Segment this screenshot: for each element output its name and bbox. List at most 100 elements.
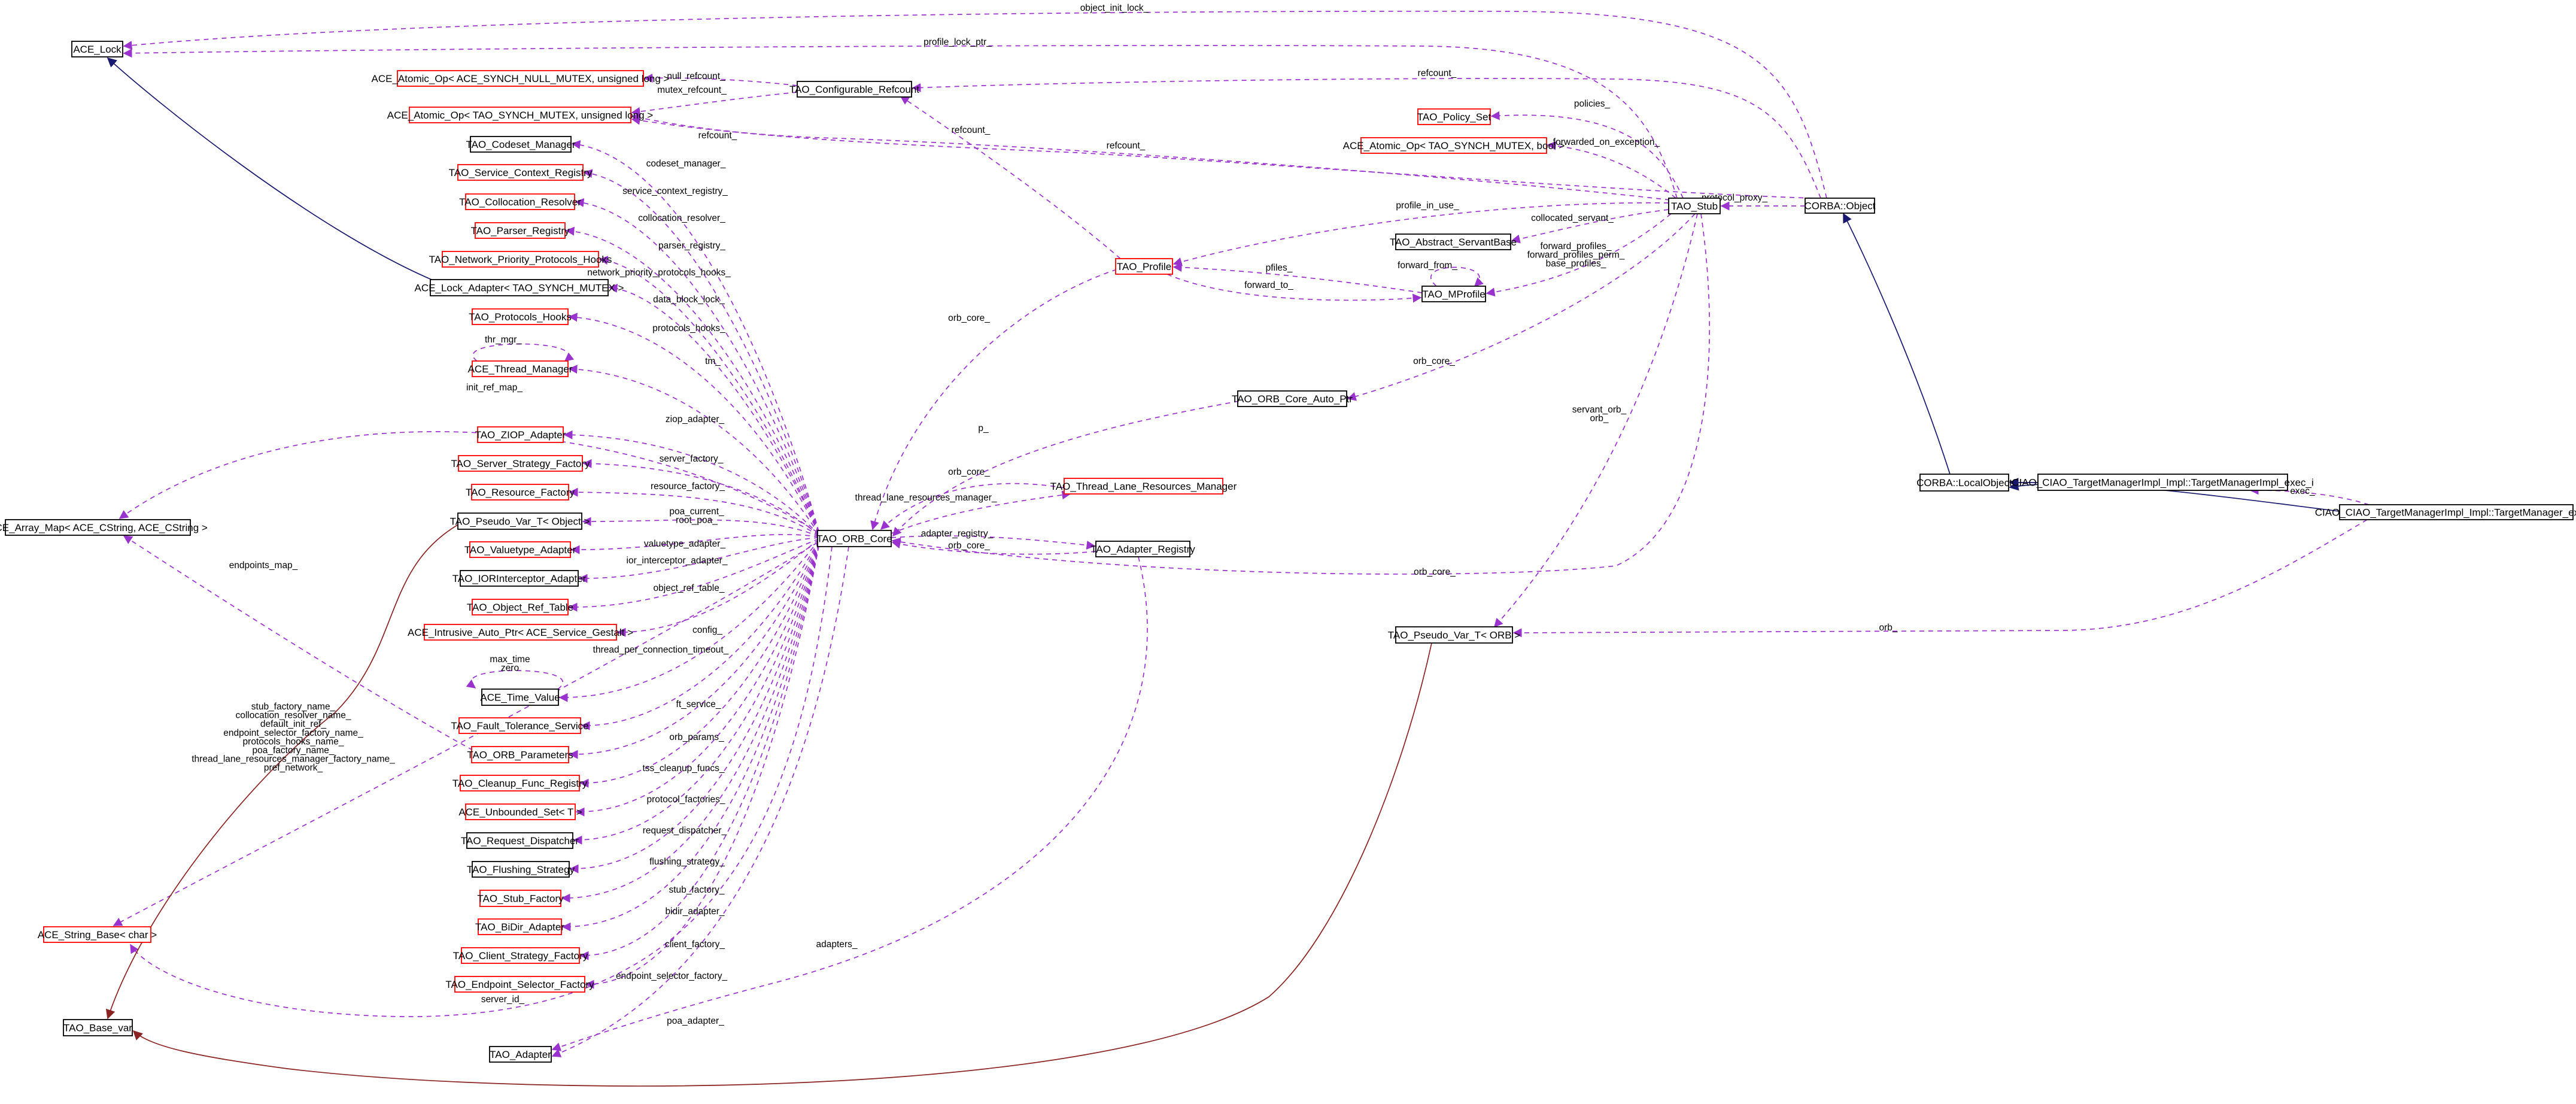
node-box xyxy=(71,41,123,57)
node-ace-lock[interactable]: ACE_Lock xyxy=(71,41,123,57)
edge-label: ziop_adapter_ xyxy=(666,414,725,424)
node-tao-fault-tolerance-service[interactable]: TAO_Fault_Tolerance_Service xyxy=(451,717,589,734)
node-label: TAO_Request_Dispatcher xyxy=(461,835,579,847)
node-tao-base-var[interactable]: TAO_Base_var xyxy=(63,1019,133,1036)
node-tao-policy-set[interactable]: TAO_Policy_Set xyxy=(1417,108,1491,125)
node-label: TAO_Network_Priority_Protocols_Hooks xyxy=(429,254,612,265)
edge-label: pfiles_ xyxy=(1266,263,1293,273)
edge-object_ref_table-46 xyxy=(568,538,819,612)
node-tao-mprofile[interactable]: TAO_MProfile xyxy=(1421,286,1486,302)
node-label: TAO_ORB_Parameters xyxy=(467,750,573,761)
edge-ior_interceptor_adapter-45 xyxy=(578,537,819,583)
node-ace-atomic-op-tao-synch-mutex-bool[interactable]: ACE_Atomic_Op< TAO_SYNCH_MUTEX, bool > xyxy=(1343,137,1565,154)
edge-orb_core-23 xyxy=(1347,213,1696,401)
edge-label: poa_current_root_poa_ xyxy=(669,506,724,526)
edge-stub_factory-56 xyxy=(561,544,819,903)
edge-label: servant_orb_orb_ xyxy=(1572,405,1627,424)
node-label: TAO_MProfile xyxy=(1422,289,1486,300)
edge-label: orb_params_ xyxy=(669,732,724,742)
node-ace-lock-adapter-tao-synch-mutex[interactable]: ACE_Lock_Adapter< TAO_SYNCH_MUTEX > xyxy=(415,279,624,296)
node-corba-object[interactable]: CORBA::Object xyxy=(1804,198,1876,214)
node-tao-stub[interactable]: TAO_Stub xyxy=(1668,198,1721,214)
node-label: ACE_String_Base< char > xyxy=(38,929,157,941)
node-box xyxy=(2339,504,2574,520)
node-tao-orb-core[interactable]: TAO_ORB_Core xyxy=(816,530,892,547)
node-ace-atomic-op-tao-synch-mutex-unsigned-long[interactable]: ACE_Atomic_Op< TAO_SYNCH_MUTEX, unsigned… xyxy=(387,107,653,123)
edge-refcount-6 xyxy=(631,113,1670,201)
node-box xyxy=(1115,258,1173,275)
node-ace-intrusive-auto-ptr-ace-service-gestalt[interactable]: ACE_Intrusive_Auto_Ptr< ACE_Service_Gest… xyxy=(408,624,633,641)
node-box xyxy=(63,1019,133,1036)
edge-label: collocation_resolver_ xyxy=(638,213,725,223)
edge-label: mutex_refcount_ xyxy=(657,85,727,95)
edge-label: endpoints_map_ xyxy=(229,560,298,571)
node-tao-profile[interactable]: TAO_Profile xyxy=(1115,258,1173,275)
node-box xyxy=(489,1046,552,1063)
node-tao-thread-lane-resources-manager[interactable]: TAO_Thread_Lane_Resources_Manager xyxy=(1050,478,1237,495)
node-tao-protocols-hooks[interactable]: TAO_Protocols_Hooks xyxy=(469,308,572,325)
node-box xyxy=(1805,198,1875,214)
node-ace-time-value[interactable]: ACE_Time_Value xyxy=(480,689,560,706)
edge-labels-layer: object_init_lock_profile_lock_ptr_refcou… xyxy=(192,3,2315,1026)
edge-forward_to-16 xyxy=(1167,274,1422,303)
node-label: TAO_BiDir_Adapter xyxy=(475,921,564,933)
node-box xyxy=(472,360,569,377)
node-ace-unbounded-set-t[interactable]: ACE_Unbounded_Set< T > xyxy=(458,803,582,820)
node-tao-resource-factory[interactable]: TAO_Resource_Factory xyxy=(466,484,575,501)
edge-orb_core-17 xyxy=(870,269,1117,530)
node-box xyxy=(475,222,566,239)
node-label: TAO_Server_Strategy_Factory xyxy=(451,458,590,469)
node-tao-parser-registry[interactable]: TAO_Parser_Registry xyxy=(470,222,570,239)
node-ace-string-base-char[interactable]: ACE_String_Base< char > xyxy=(38,926,157,943)
node-tao-orb-core-auto-ptr[interactable]: TAO_ORB_Core_Auto_Ptr xyxy=(1232,390,1353,407)
node-label: TAO_Pseudo_Var_T< Object > xyxy=(450,516,590,527)
node-tao-iorinterceptor-adapter[interactable]: TAO_IORInterceptor_Adapter xyxy=(452,570,587,587)
node-tao-pseudo-var-t-object[interactable]: TAO_Pseudo_Var_T< Object > xyxy=(450,512,590,530)
node-tao-collocation-resolver[interactable]: TAO_Collocation_Resolver xyxy=(459,193,581,210)
node-tao-request-dispatcher[interactable]: TAO_Request_Dispatcher xyxy=(461,832,579,849)
node-box xyxy=(43,926,151,943)
node-tao-abstract-servantbase[interactable]: TAO_Abstract_ServantBase xyxy=(1390,233,1517,250)
node-tao-endpoint-selector-factory[interactable]: TAO_Endpoint_Selector_Factory xyxy=(445,976,594,993)
node-tao-pseudo-var-t-orb[interactable]: TAO_Pseudo_Var_T< ORB > xyxy=(1388,626,1520,644)
node-corba-localobject[interactable]: CORBA::LocalObject xyxy=(1916,474,2012,492)
node-label: ACE_Unbounded_Set< T > xyxy=(458,806,582,818)
node-tao-service-context-registry[interactable]: TAO_Service_Context_Registry xyxy=(449,164,593,181)
edge-label: profile_in_use_ xyxy=(1396,201,1459,211)
node-box xyxy=(466,832,573,849)
node-tao-client-strategy-factory[interactable]: TAO_Client_Strategy_Factory xyxy=(453,947,588,964)
node-tao-adapter-registry[interactable]: TAO_Adapter_Registry xyxy=(1090,541,1195,557)
node-ace-thread-manager[interactable]: ACE_Thread_Manager xyxy=(468,360,573,377)
node-ciao-ciao-targetmanagerimpl-impl-targetmanagerimpl-exec-i[interactable]: CIAO_CIAO_TargetManagerImpl_Impl::Target… xyxy=(2012,474,2314,491)
node-tao-valuetype-adapter[interactable]: TAO_Valuetype_Adapter xyxy=(464,541,576,558)
node-tao-server-strategy-factory[interactable]: TAO_Server_Strategy_Factory xyxy=(451,455,590,472)
node-tao-configurable-refcount[interactable]: TAO_Configurable_Refcount xyxy=(789,81,919,98)
node-label: TAO_Base_var xyxy=(63,1023,132,1034)
node-label: TAO_Pseudo_Var_T< ORB > xyxy=(1388,630,1520,641)
node-tao-bidir-adapter[interactable]: TAO_BiDir_Adapter xyxy=(475,918,564,935)
edge-label: ior_interceptor_adapter_ xyxy=(627,556,728,566)
edge-collocated_servant-12 xyxy=(1511,209,1669,244)
node-tao-ziop-adapter[interactable]: TAO_ZIOP_Adapter xyxy=(475,426,566,443)
node-box xyxy=(469,541,571,558)
node-box xyxy=(457,512,582,530)
node-box xyxy=(472,599,569,615)
edge-orb-26 xyxy=(1512,519,2368,638)
node-tao-object-ref-table[interactable]: TAO_Object_Ref_Table xyxy=(467,599,573,615)
node-label: TAO_Adapter xyxy=(490,1049,551,1060)
node-tao-cleanup-func-registry[interactable]: TAO_Cleanup_Func_Registry xyxy=(452,775,588,791)
node-ace-atomic-op-ace-synch-null-mutex-unsigned-long[interactable]: ACE_Atomic_Op< ACE_SYNCH_NULL_MUTEX, uns… xyxy=(372,70,670,87)
node-ace-array-map-ace-cstring-ace-cstring[interactable]: ACE_Array_Map< ACE_CString, ACE_CString … xyxy=(0,519,208,536)
edge-label: resource_factory_ xyxy=(651,481,725,492)
node-tao-orb-parameters[interactable]: TAO_ORB_Parameters xyxy=(467,746,573,763)
node-ciao-ciao-targetmanagerimpl-impl-targetmanager-exec-i[interactable]: CIAO_CIAO_TargetManagerImpl_Impl::Target… xyxy=(2315,504,2576,520)
node-tao-adapter[interactable]: TAO_Adapter xyxy=(489,1046,552,1063)
node-label: CIAO_CIAO_TargetManagerImpl_Impl::Target… xyxy=(2012,477,2314,489)
node-tao-flushing-strategy[interactable]: TAO_Flushing_Strategy xyxy=(467,861,575,878)
node-tao-stub-factory[interactable]: TAO_Stub_Factory xyxy=(477,890,564,907)
node-tao-network-priority-protocols-hooks[interactable]: TAO_Network_Priority_Protocols_Hooks xyxy=(429,251,612,268)
node-label: ACE_Thread_Manager xyxy=(468,363,573,375)
node-tao-codeset-manager[interactable]: TAO_Codeset_Manager xyxy=(466,136,576,153)
